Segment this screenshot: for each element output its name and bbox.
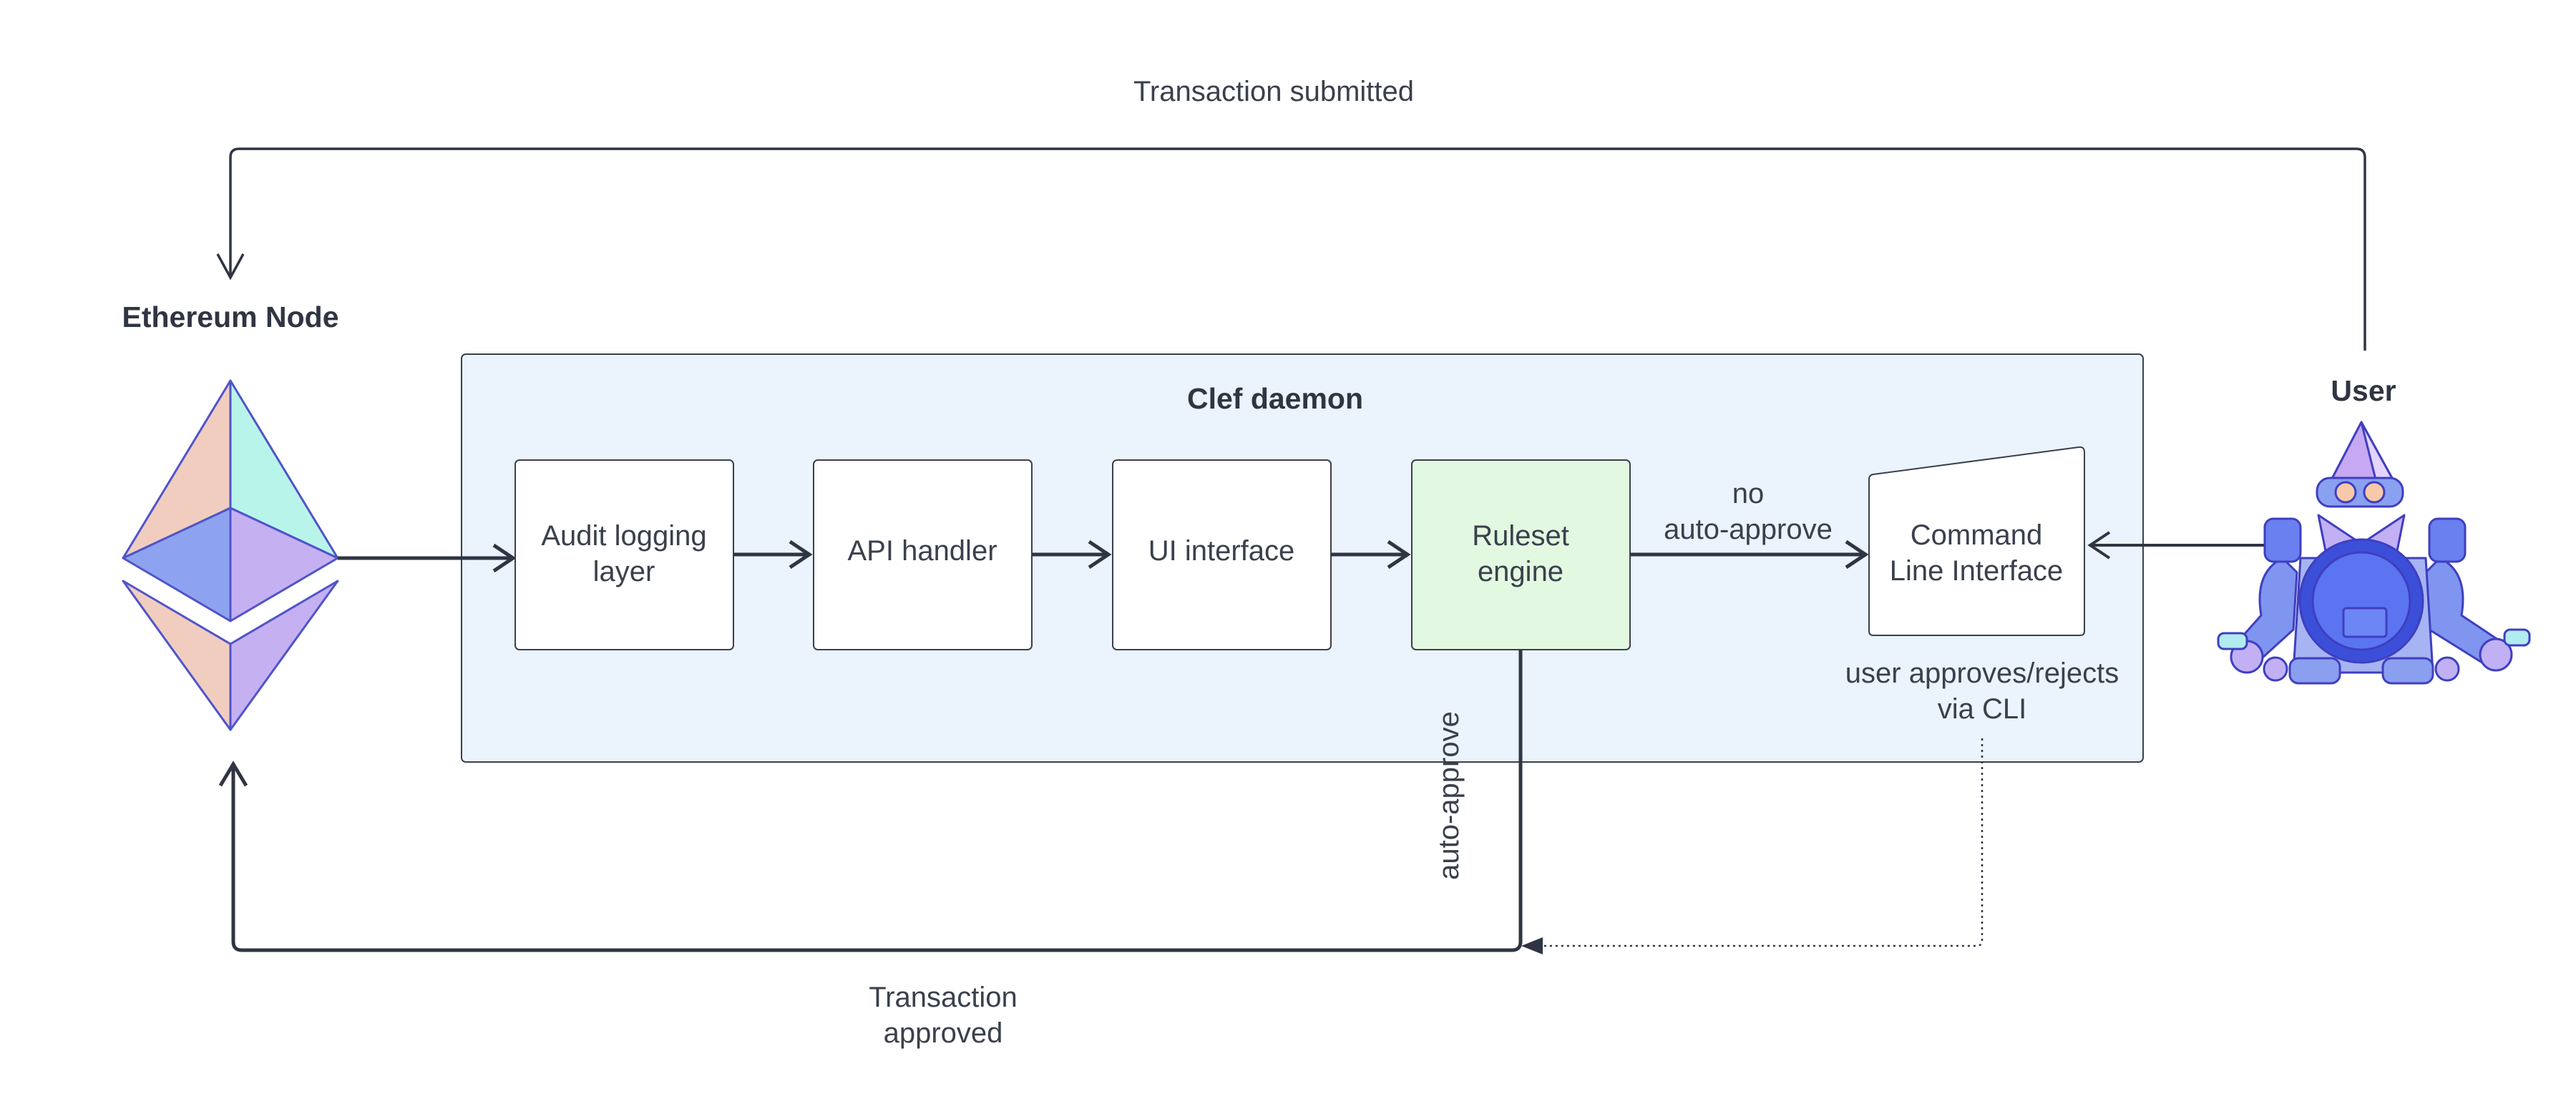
clef-daemon-title: Clef daemon [1187,382,1363,415]
ruleset-engine-label-line1: Ruleset [1472,520,1569,552]
auto-approve-label: auto-approve [1433,711,1465,880]
transaction-approved-arrow [231,650,1523,952]
cli-label-line2: Line Interface [1890,555,2063,587]
cli-label-line1: Command [1911,519,2043,551]
audit-logging-label-line2: layer [593,556,655,587]
ui-interface-label: UI interface [1148,535,1295,567]
dotted-line-arrowhead [1521,937,1543,954]
transaction-approved-label-line2: approved [884,1017,1003,1049]
audit-logging-box [514,459,734,650]
ruleset-engine-label-line2: engine [1478,556,1563,587]
robot-user-icon [2217,421,2531,685]
cli-approval-dotted-line [1537,738,1984,947]
transaction-approved-label-line1: Transaction [869,982,1018,1013]
api-handler-label: API handler [847,535,997,567]
ruleset-engine-box [1411,459,1631,650]
user-approves-label-line1: user approves/rejects [1845,658,2119,689]
user-approves-label-line2: via CLI [1938,693,2027,725]
transaction-submitted-label: Transaction submitted [1133,76,1414,107]
ethereum-logo-icon [122,379,339,731]
approved-arrowhead [218,761,248,787]
no-auto-approve-label-line1: no [1732,478,1765,509]
audit-logging-label-line1: Audit logging [541,520,706,552]
submitted-arrowhead [216,253,245,280]
command-line-interface-box [1868,446,2085,636]
ethereum-node-label: Ethereum Node [122,301,339,333]
no-auto-approve-label-line2: auto-approve [1664,514,1833,545]
submitted-arrow [229,147,2366,351]
user-label: User [2331,374,2396,407]
